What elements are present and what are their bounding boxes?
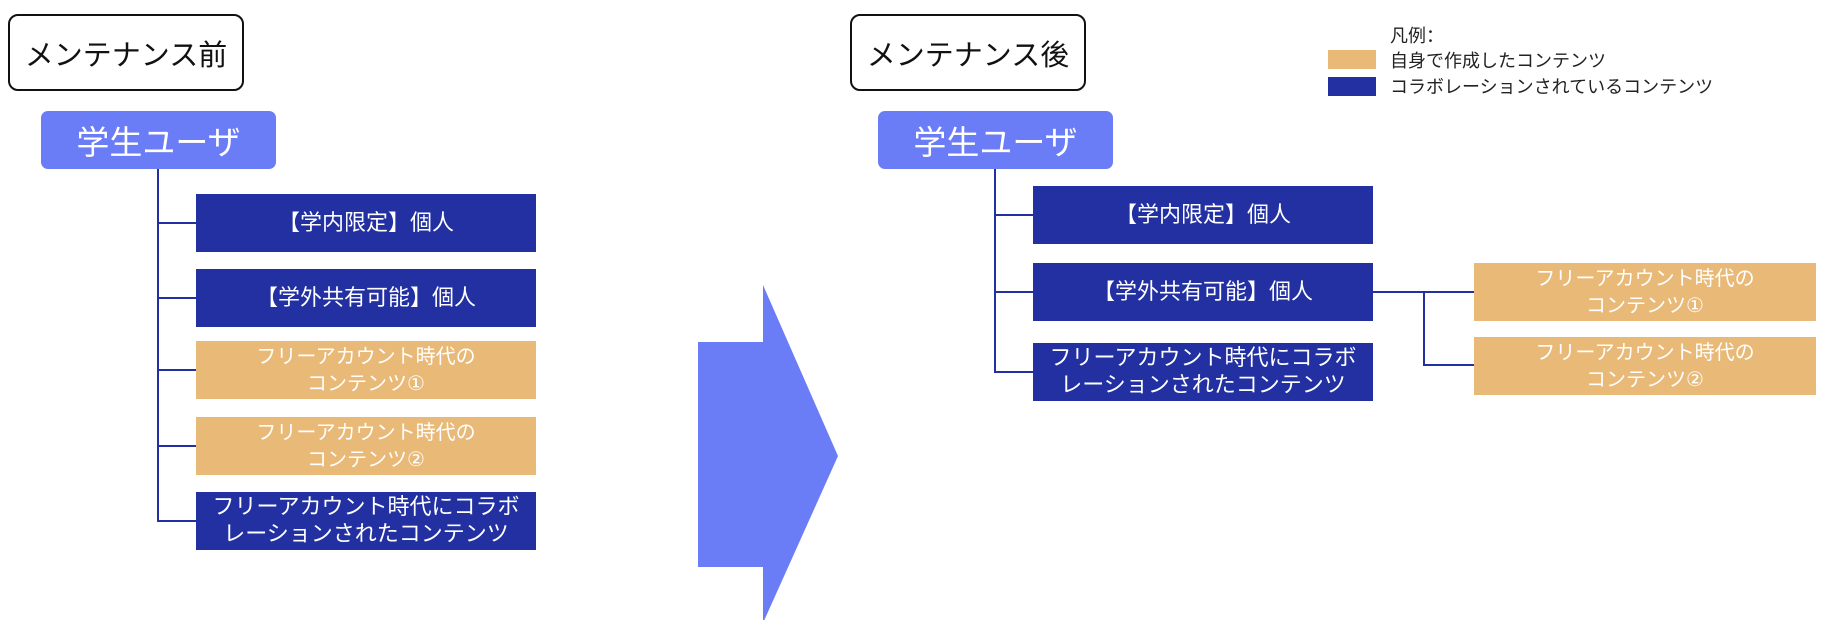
after-branch-line [994,214,1034,216]
before-branch-line [157,369,197,371]
before-node-free-content-1: フリーアカウント時代の コンテンツ① [196,341,536,399]
after-node-free-content-2: フリーアカウント時代の コンテンツ② [1474,337,1816,395]
legend-label-collab: コラボレーションされているコンテンツ [1390,77,1714,98]
before-branch-line [157,520,197,522]
before-root-student-user: 学生ユーザ [41,111,276,169]
before-branch-line [157,297,197,299]
after-child-trunk-line [1423,291,1425,366]
after-branch-line [994,371,1034,373]
legend-swatch-collab [1328,77,1376,96]
after-node-free-collab-content: フリーアカウント時代にコラボ レーションされたコンテンツ [1033,343,1373,401]
after-child-branch-line [1423,364,1474,366]
before-branch-line [157,222,197,224]
legend-label-self: 自身で作成したコンテンツ [1390,51,1606,72]
after-root-student-user: 学生ユーザ [878,111,1113,169]
transition-arrow-icon [698,285,838,620]
after-branch-line [994,291,1034,293]
before-trunk-line [157,169,159,522]
after-trunk-line [994,169,996,373]
after-node-free-content-1: フリーアカウント時代の コンテンツ① [1474,263,1816,321]
legend-swatch-self [1328,50,1376,69]
after-node-external-shareable: 【学外共有可能】個人 [1033,263,1373,321]
before-title: メンテナンス前 [8,14,244,91]
before-node-external-shareable: 【学外共有可能】個人 [196,269,536,327]
after-node-campus-only: 【学内限定】個人 [1033,186,1373,244]
before-node-campus-only: 【学内限定】個人 [196,194,536,252]
before-node-free-content-2: フリーアカウント時代の コンテンツ② [196,417,536,475]
before-node-free-collab-content: フリーアカウント時代にコラボ レーションされたコンテンツ [196,492,536,550]
after-title: メンテナンス後 [850,14,1086,91]
legend-title: 凡例： [1390,26,1444,47]
before-branch-line [157,445,197,447]
